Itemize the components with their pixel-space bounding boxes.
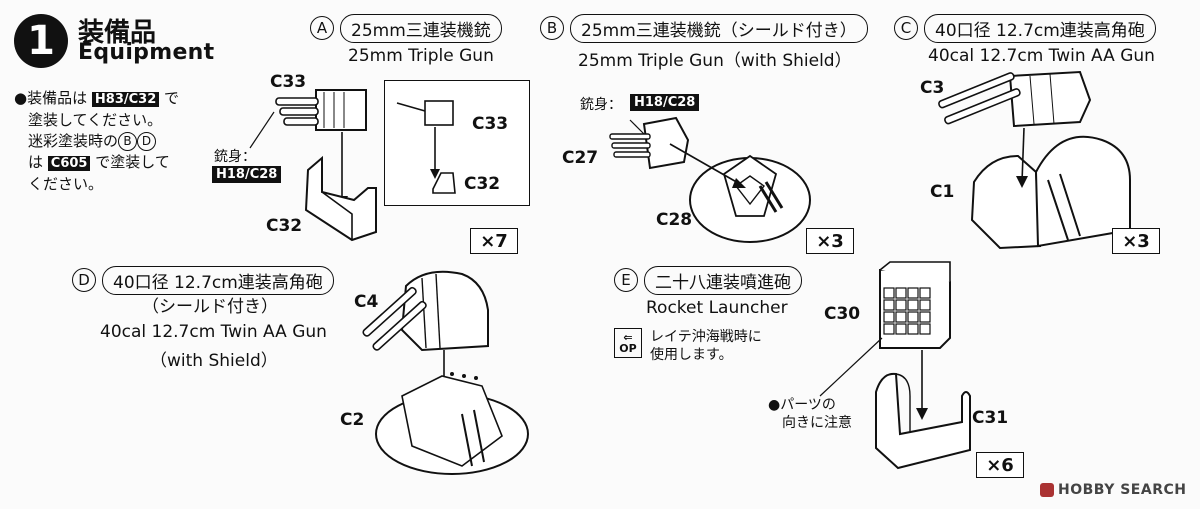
optional-part-icon: ⇐OP: [614, 328, 642, 358]
section-d-sub: 40cal 12.7cm Twin AA Gun: [100, 322, 327, 342]
part-label-c3: C3: [920, 78, 945, 98]
part-label-c4: C4: [354, 292, 379, 312]
part-label-c27: C27: [562, 148, 599, 168]
step-number-badge: 1: [14, 14, 68, 68]
part-label-c30: C30: [824, 304, 861, 324]
section-e-sub: Rocket Launcher: [646, 298, 788, 318]
section-d-letter: D: [72, 268, 96, 292]
section-e-label: 二十八連装噴進砲: [644, 265, 802, 295]
section-e-qty: ×6: [976, 452, 1024, 478]
section-a-sub: 25mm Triple Gun: [348, 46, 494, 66]
inset-box: [384, 80, 530, 206]
brand-logo-icon: [1040, 483, 1054, 497]
barrel-color-chip-b: H18/C28: [630, 94, 700, 111]
section-c-label: 40口径 12.7cm連装高角砲: [924, 13, 1156, 43]
section-c-letter: C: [894, 16, 918, 40]
part-label-c2: C2: [340, 410, 365, 430]
shielded-aa-gun-drawing: [362, 270, 529, 475]
barrel-label-b: 銃身：: [580, 97, 622, 113]
section-e-letter: E: [614, 268, 638, 292]
part-label-c1: C1: [930, 182, 955, 202]
section-a-header: A 25mm三連装機銃: [310, 13, 502, 43]
section-e-header: E 二十八連装噴進砲: [614, 265, 802, 295]
paint-code-chip: C605: [47, 156, 91, 171]
op-note-line2: 使用します。: [650, 347, 733, 363]
section-c-header: C 40口径 12.7cm連装高角砲: [894, 13, 1156, 43]
section-c-sub: 40cal 12.7cm Twin AA Gun: [928, 46, 1155, 66]
section-a-letter: A: [310, 16, 334, 40]
twin-aa-gun-drawing: [938, 70, 1131, 250]
paint-code-chip: H83/C32: [91, 92, 160, 107]
section-d-sub2: （with Shield）: [150, 351, 278, 371]
part-label-c32: C32: [266, 216, 303, 236]
inset-label-c32: C32: [464, 174, 501, 194]
rocket-launcher-drawing: [819, 261, 971, 470]
barrel-label: 銃身：: [214, 149, 256, 165]
barrel-color-chip: H18/C28: [212, 166, 282, 183]
section-a-label: 25mm三連装機銃: [340, 13, 502, 43]
section-d-label2: （シールド付き）: [142, 297, 278, 317]
section-d-label: 40口径 12.7cm連装高角砲: [102, 265, 334, 295]
section-c-qty: ×3: [1112, 228, 1160, 254]
part-label-c28: C28: [656, 210, 693, 230]
step-title-en: Equipment: [78, 40, 215, 65]
section-b-header: B 25mm三連装機銃（シールド付き）: [540, 13, 868, 43]
caution-line1: ●パーツの: [768, 397, 836, 413]
section-b-qty: ×3: [806, 228, 854, 254]
part-label-c33: C33: [270, 72, 307, 92]
shielded-gun-drawing: [609, 116, 811, 243]
section-a-qty: ×7: [470, 228, 518, 254]
section-d-header: D 40口径 12.7cm連装高角砲: [72, 265, 334, 295]
step-title-jp: 装備品: [78, 18, 157, 48]
inset-label-c33: C33: [472, 114, 509, 134]
part-label-c31: C31: [972, 408, 1009, 428]
section-b-sub: 25mm Triple Gun（with Shield）: [578, 51, 852, 71]
ref-d-icon: D: [137, 132, 157, 151]
inset-drawing: [396, 100, 456, 194]
op-note-line1: レイテ沖海戦時に: [650, 329, 762, 345]
section-b-letter: B: [540, 16, 564, 40]
triple-gun-drawing: [249, 89, 377, 242]
section-b-label: 25mm三連装機銃（シールド付き）: [570, 13, 868, 43]
rocket-tube-grid: [883, 287, 931, 335]
caution-line2: 向きに注意: [782, 415, 852, 431]
brand-watermark: HOBBY SEARCH: [1040, 482, 1186, 498]
ref-b-icon: B: [118, 132, 138, 151]
